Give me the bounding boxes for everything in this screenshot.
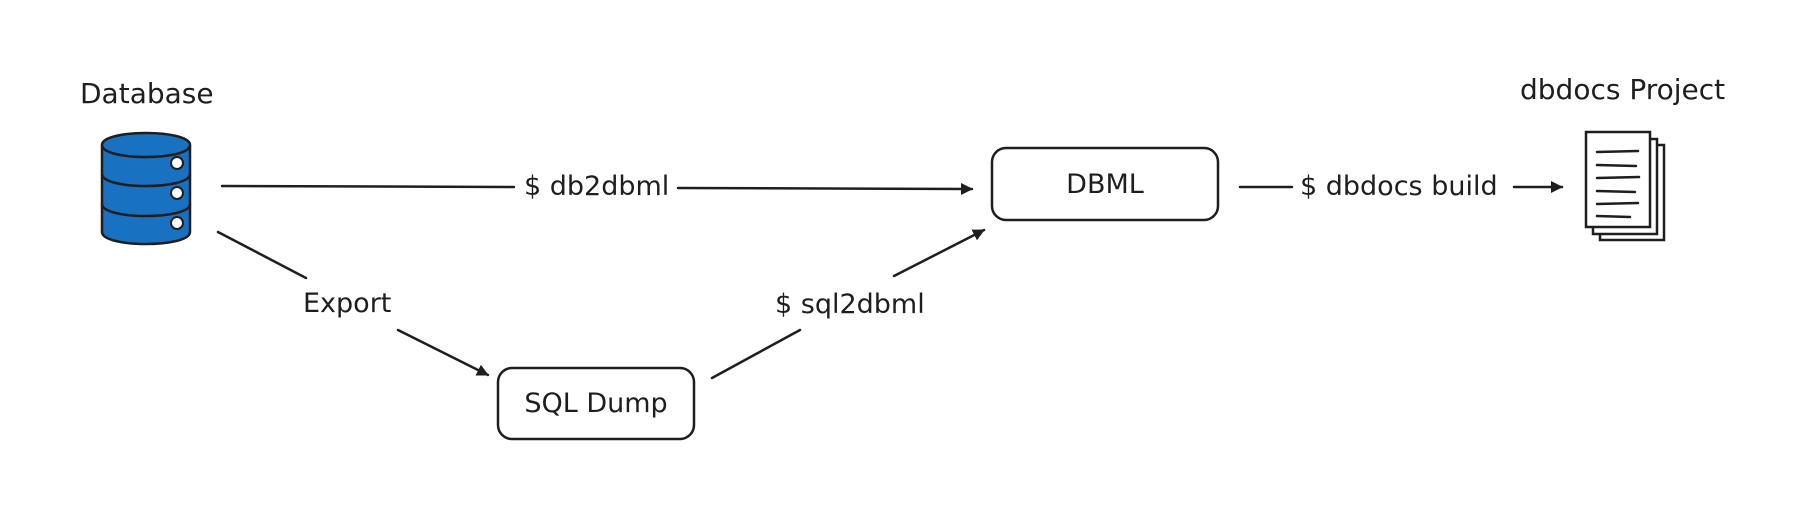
database-icon <box>100 131 192 246</box>
edge-dump-to-dbml-upper <box>892 228 986 278</box>
sql-dump-box <box>496 366 696 441</box>
edge-dump-to-dbml-lower <box>710 328 802 380</box>
sql-dump-box-label: SQL Dump <box>524 388 667 419</box>
edge-db-to-dbml-right <box>676 182 974 195</box>
dbml-box <box>990 146 1220 222</box>
edge-label-dbdocs-build: $ dbdocs build <box>1300 171 1498 202</box>
edge-label-export: Export <box>303 288 391 319</box>
edge-db-to-dbml-left <box>220 184 516 189</box>
edge-label-db2dbml: $ db2dbml <box>524 171 669 202</box>
edge-db-to-dump-lower <box>396 328 490 377</box>
documents-icon <box>1584 130 1666 242</box>
project-title: dbdocs Project <box>1520 73 1725 106</box>
database-title: Database <box>80 77 214 110</box>
edge-db-to-dump-upper <box>216 230 308 280</box>
dbml-box-label: DBML <box>1066 169 1144 200</box>
edge-label-sql2dbml: $ sql2dbml <box>775 289 925 320</box>
